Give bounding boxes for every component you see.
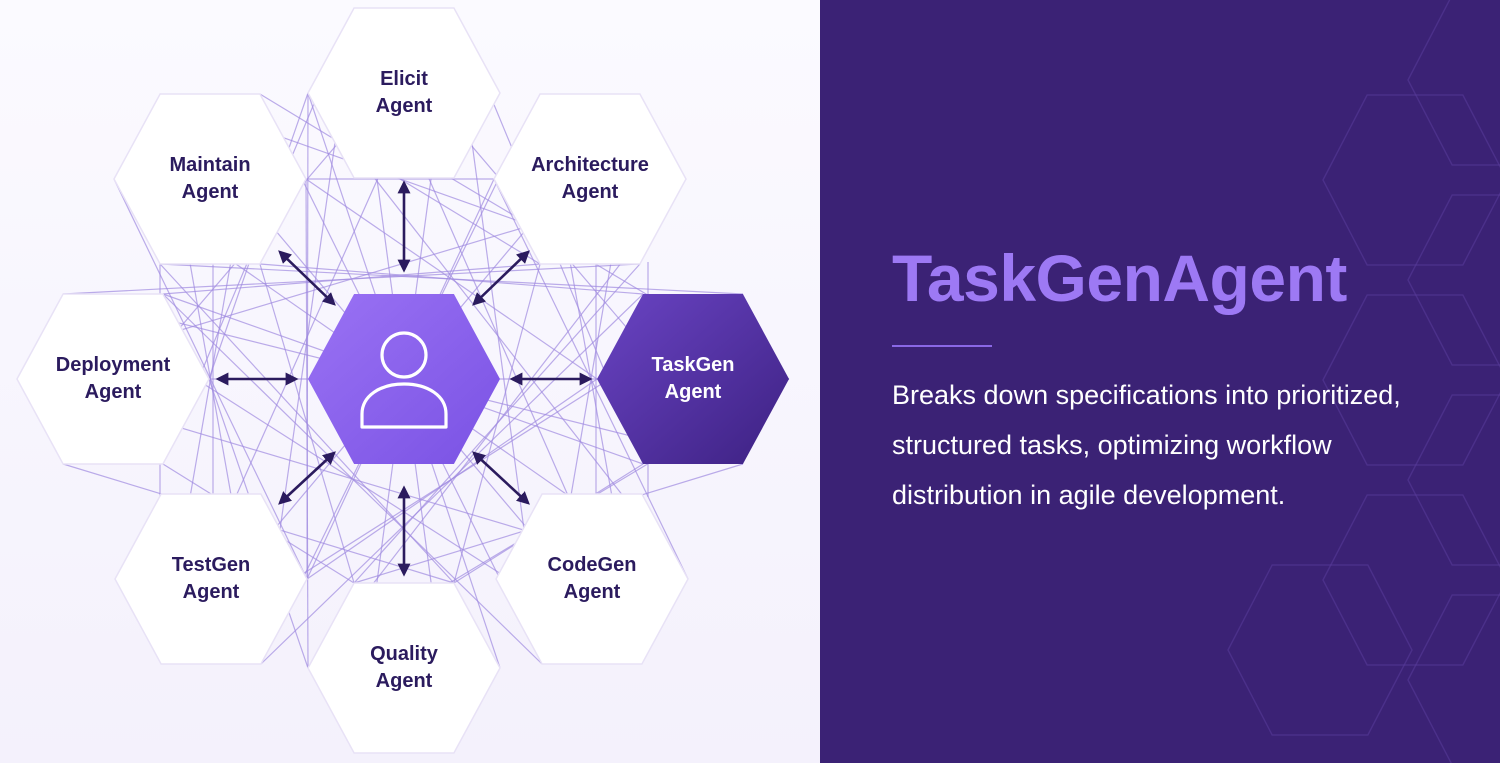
hex-label: Deployment bbox=[56, 354, 171, 376]
hex-label: Agent bbox=[564, 581, 621, 603]
hex-taskgen[interactable]: TaskGenAgent bbox=[597, 294, 789, 464]
hex-label: Maintain bbox=[169, 154, 250, 176]
network-line bbox=[306, 378, 598, 580]
network-line bbox=[305, 178, 598, 380]
title-divider bbox=[892, 345, 992, 347]
bidirectional-arrow bbox=[278, 451, 336, 505]
bidirectional-arrow bbox=[472, 451, 530, 505]
hex-label: Agent bbox=[376, 95, 433, 117]
agent-hexagons: ElicitAgentArchitectureAgentTaskGenAgent… bbox=[16, 7, 789, 754]
decorative-hexagon bbox=[1227, 564, 1413, 736]
hex-label: Quality bbox=[370, 643, 439, 665]
agent-network-diagram: ElicitAgentArchitectureAgentTaskGenAgent… bbox=[16, 7, 790, 754]
hex-center[interactable] bbox=[308, 294, 500, 464]
decorative-hexagon bbox=[1407, 394, 1500, 566]
hex-label: Architecture bbox=[531, 154, 649, 176]
hex-label: Agent bbox=[562, 181, 619, 203]
agent-title: TaskGenAgent bbox=[892, 241, 1347, 315]
description-line: structured tasks, optimizing workflow bbox=[892, 430, 1332, 460]
decorative-hexagons bbox=[1227, 0, 1500, 763]
hex-label: Agent bbox=[665, 381, 722, 403]
hex-label: Elicit bbox=[380, 68, 428, 90]
decorative-hexagon bbox=[1407, 594, 1500, 763]
user-icon bbox=[360, 331, 448, 429]
description-line: distribution in agile development. bbox=[892, 480, 1286, 510]
detail-panel: TaskGenAgent Breaks down specifications … bbox=[820, 0, 1500, 763]
decorative-hexagon bbox=[1407, 194, 1500, 366]
bidirectional-arrow bbox=[278, 250, 336, 306]
bidirectional-arrow bbox=[472, 250, 530, 306]
decorative-hexagon bbox=[1322, 494, 1500, 666]
hex-label: TaskGen bbox=[652, 354, 735, 376]
description-line: Breaks down specifications into prioriti… bbox=[892, 380, 1401, 410]
network-line bbox=[113, 178, 308, 580]
hex-label: Agent bbox=[85, 381, 142, 403]
hex-label: TestGen bbox=[172, 554, 251, 576]
decorative-hexagon bbox=[1322, 294, 1500, 466]
agent-description: Breaks down specifications into prioriti… bbox=[892, 370, 1482, 520]
hex-label: Agent bbox=[182, 181, 239, 203]
hex-label: Agent bbox=[183, 581, 240, 603]
hex-label: CodeGen bbox=[548, 554, 637, 576]
hex-label: Agent bbox=[376, 670, 433, 692]
decorative-hexagon bbox=[1322, 94, 1500, 266]
connector-arrows bbox=[215, 180, 593, 577]
decorative-hexagon bbox=[1407, 0, 1500, 166]
